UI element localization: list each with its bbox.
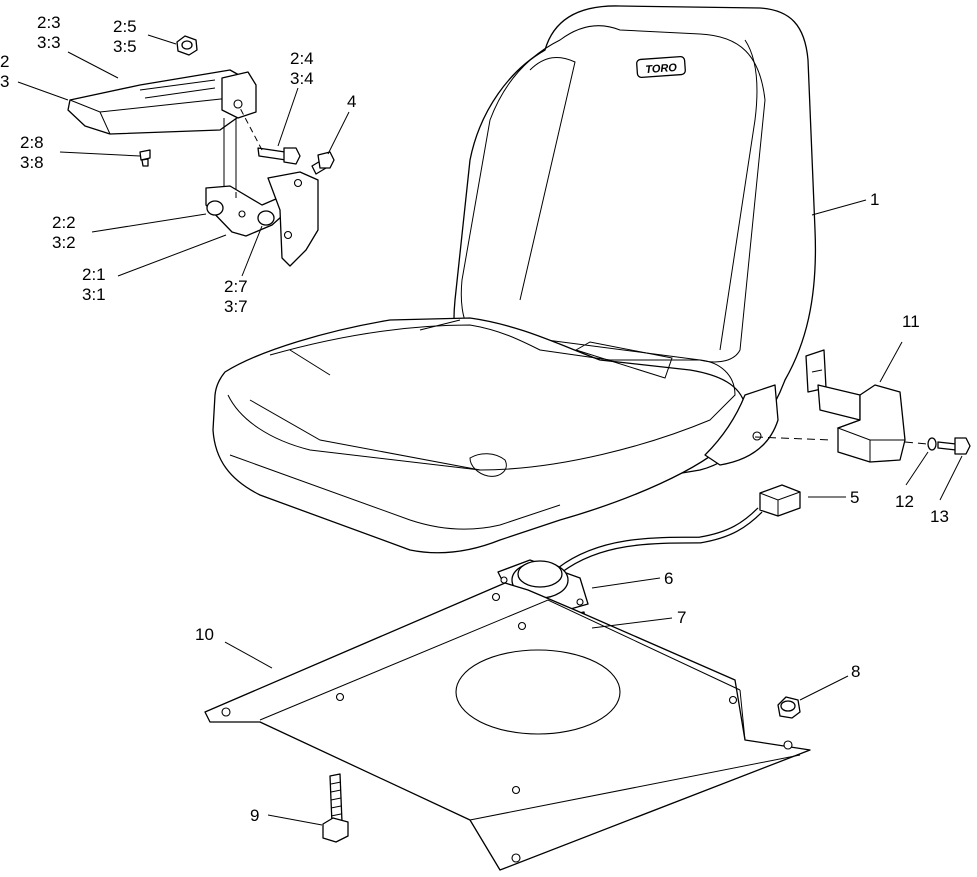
- armrest-bolt: [257, 147, 301, 165]
- pivot-bracket: [205, 171, 319, 267]
- seat-switch: [497, 559, 589, 613]
- seat-belt-buckle: [805, 349, 906, 463]
- armrest: [67, 69, 257, 135]
- lock-nut: [777, 696, 801, 719]
- callout-8: 8: [851, 662, 860, 681]
- callout-10: 10: [195, 625, 214, 644]
- mounting-plate: [204, 582, 811, 871]
- bracket-bolt: [311, 151, 335, 175]
- washer: [927, 437, 937, 451]
- plate-center-hole: [455, 649, 621, 735]
- harness-connector: [759, 484, 801, 517]
- callout-4: 4: [347, 92, 356, 111]
- callout-6: 6: [664, 569, 673, 588]
- wire-harness: [557, 484, 801, 573]
- callout-9: 9: [250, 806, 259, 825]
- callout-5: 5: [850, 488, 859, 507]
- brand-logo-text: TORO: [645, 62, 678, 76]
- callout-12: 12: [895, 492, 914, 511]
- callout-13: 13: [930, 507, 949, 526]
- callout-11: 11: [902, 312, 920, 331]
- armrest-screw: [139, 149, 151, 167]
- callout-7: 7: [677, 608, 686, 627]
- bolt: [322, 773, 349, 843]
- leader-lines: [17, 34, 963, 826]
- seat: TORO: [212, 5, 817, 554]
- brand-logo-plate: [636, 55, 686, 79]
- seat-cushion: [212, 317, 746, 554]
- buckle-bolt: [937, 437, 971, 455]
- armrest-nut: [176, 35, 198, 56]
- callout-1: 1: [870, 190, 879, 209]
